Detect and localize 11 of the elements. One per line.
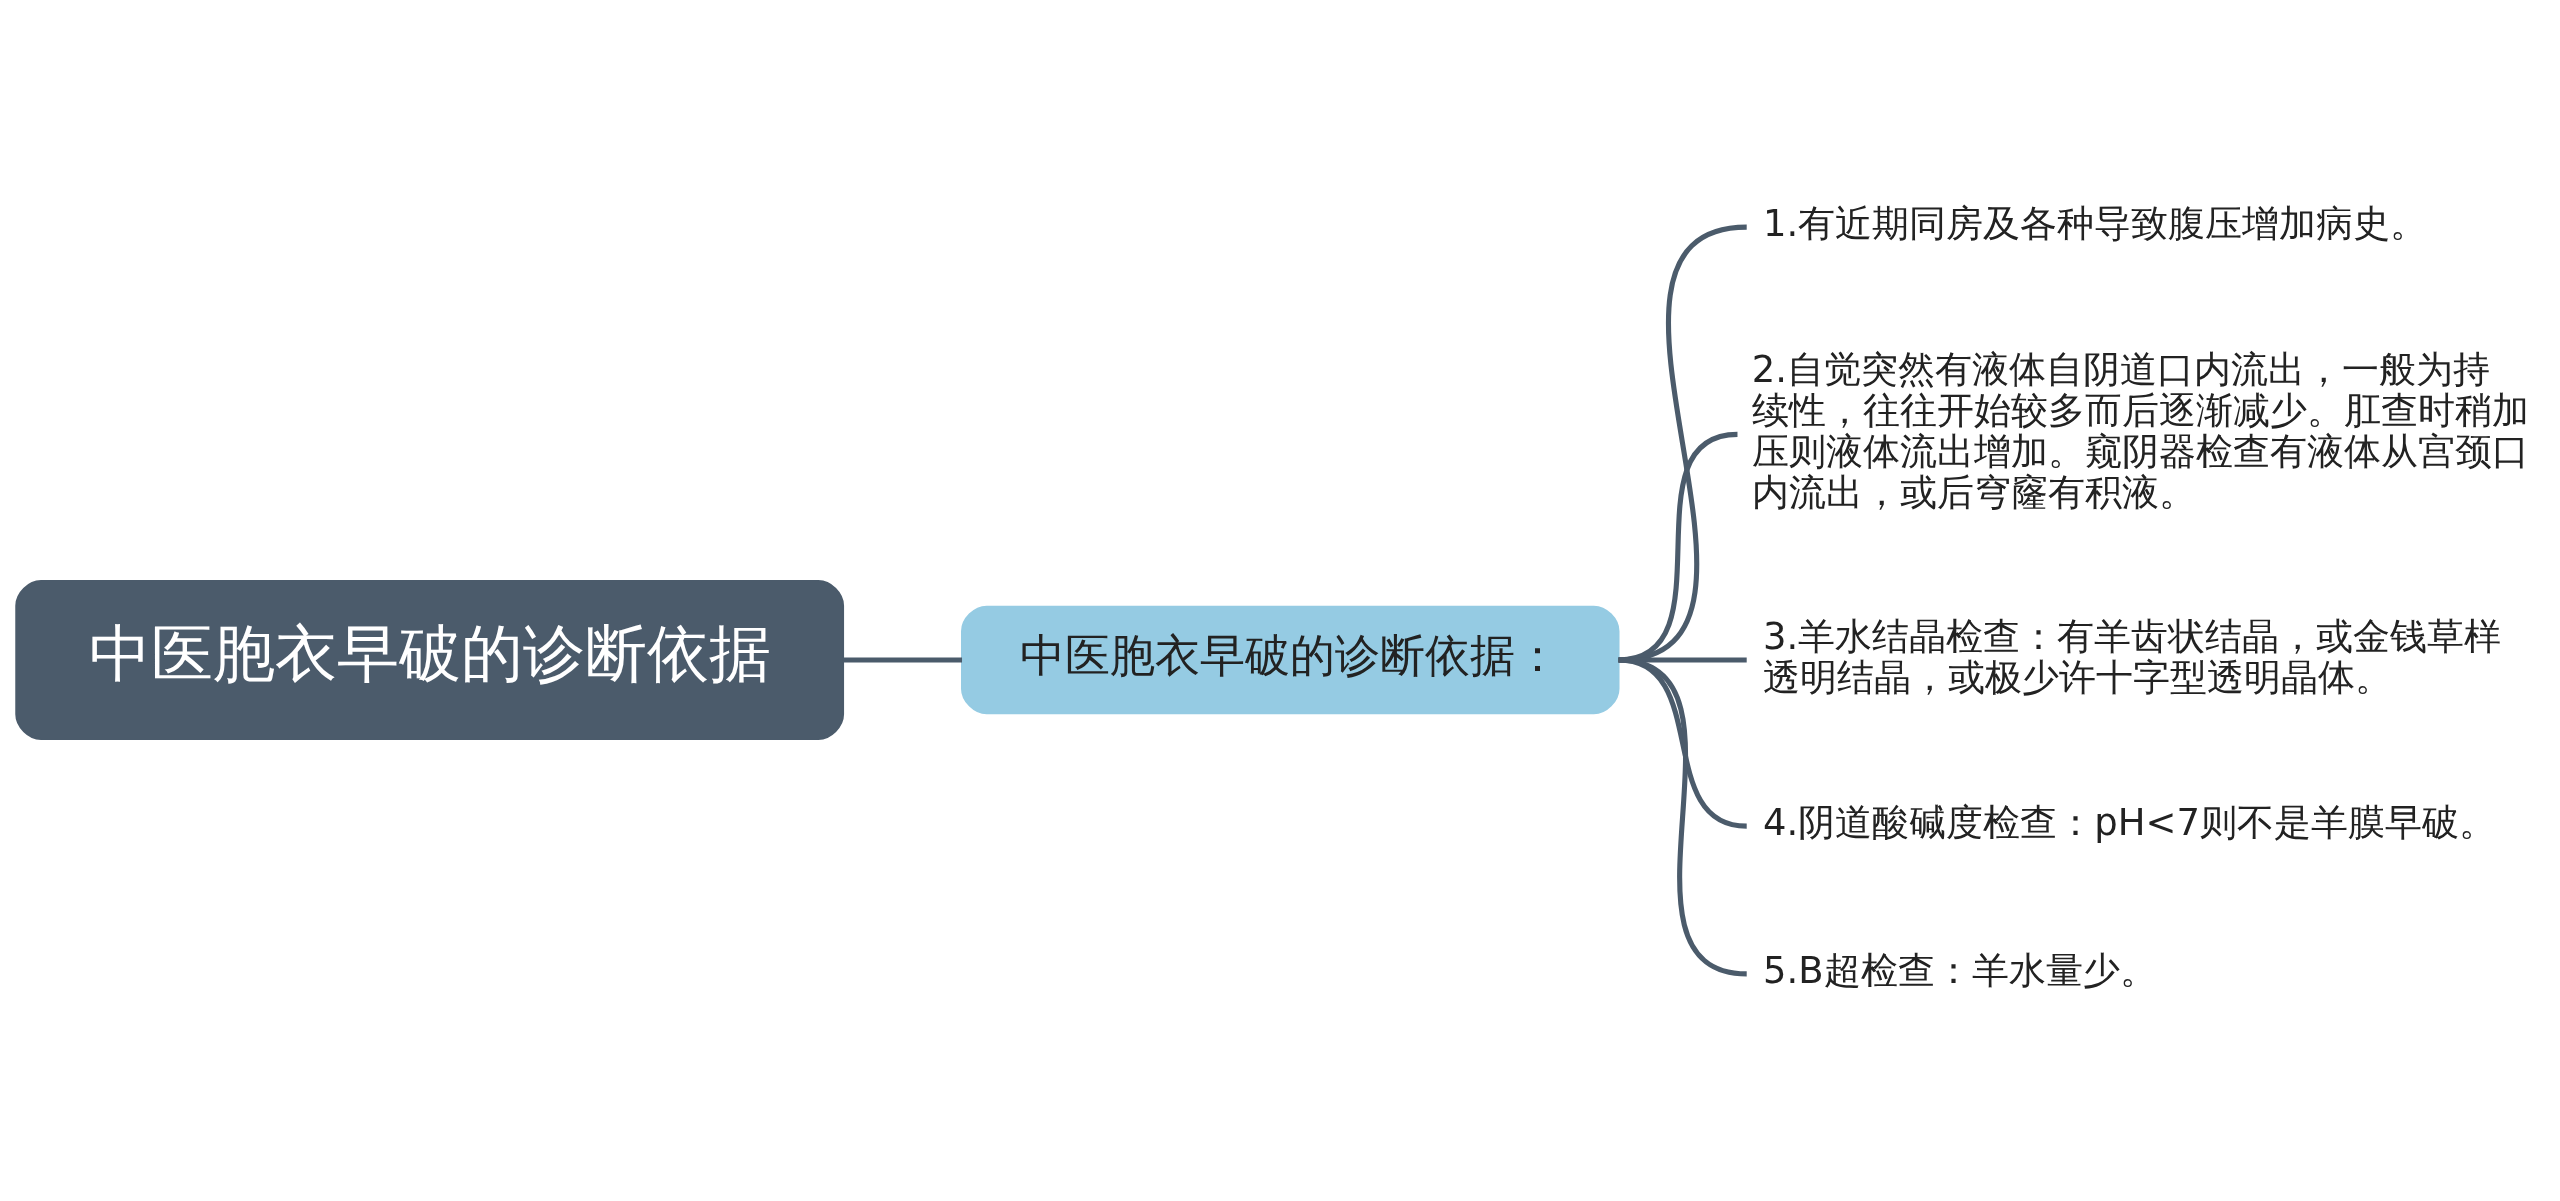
- node-box: 中医胞衣早破的诊断依据: [15, 580, 845, 740]
- node-text: 4.阴道酸碱度检查：pH<7则不是羊膜早破。: [1763, 801, 2496, 845]
- node-box: 中医胞衣早破的诊断依据：: [961, 605, 1620, 715]
- connector: [843, 657, 962, 663]
- node-text: 3.羊水结晶检查：有羊齿状结晶，或金钱草样透明结晶，或极少许十字型透明晶体。: [1763, 614, 2502, 699]
- node-text: 5.B超检查：羊水量少。: [1763, 948, 2157, 992]
- connector: [1618, 657, 1748, 829]
- node-text: 1.有近期同房及各种导致腹压增加病史。: [1763, 202, 2428, 246]
- connector: [1618, 657, 1748, 977]
- connector: [1618, 657, 1747, 663]
- node-text: 2.自觉突然有液体自阴道口内流出，一般为持续性，往往开始较多而后逐渐减少。肛查时稍加压则液体流出增加。窥阴器检查有液体从宫颈口内流出，或后穹窿有积液。: [1751, 347, 2529, 514]
